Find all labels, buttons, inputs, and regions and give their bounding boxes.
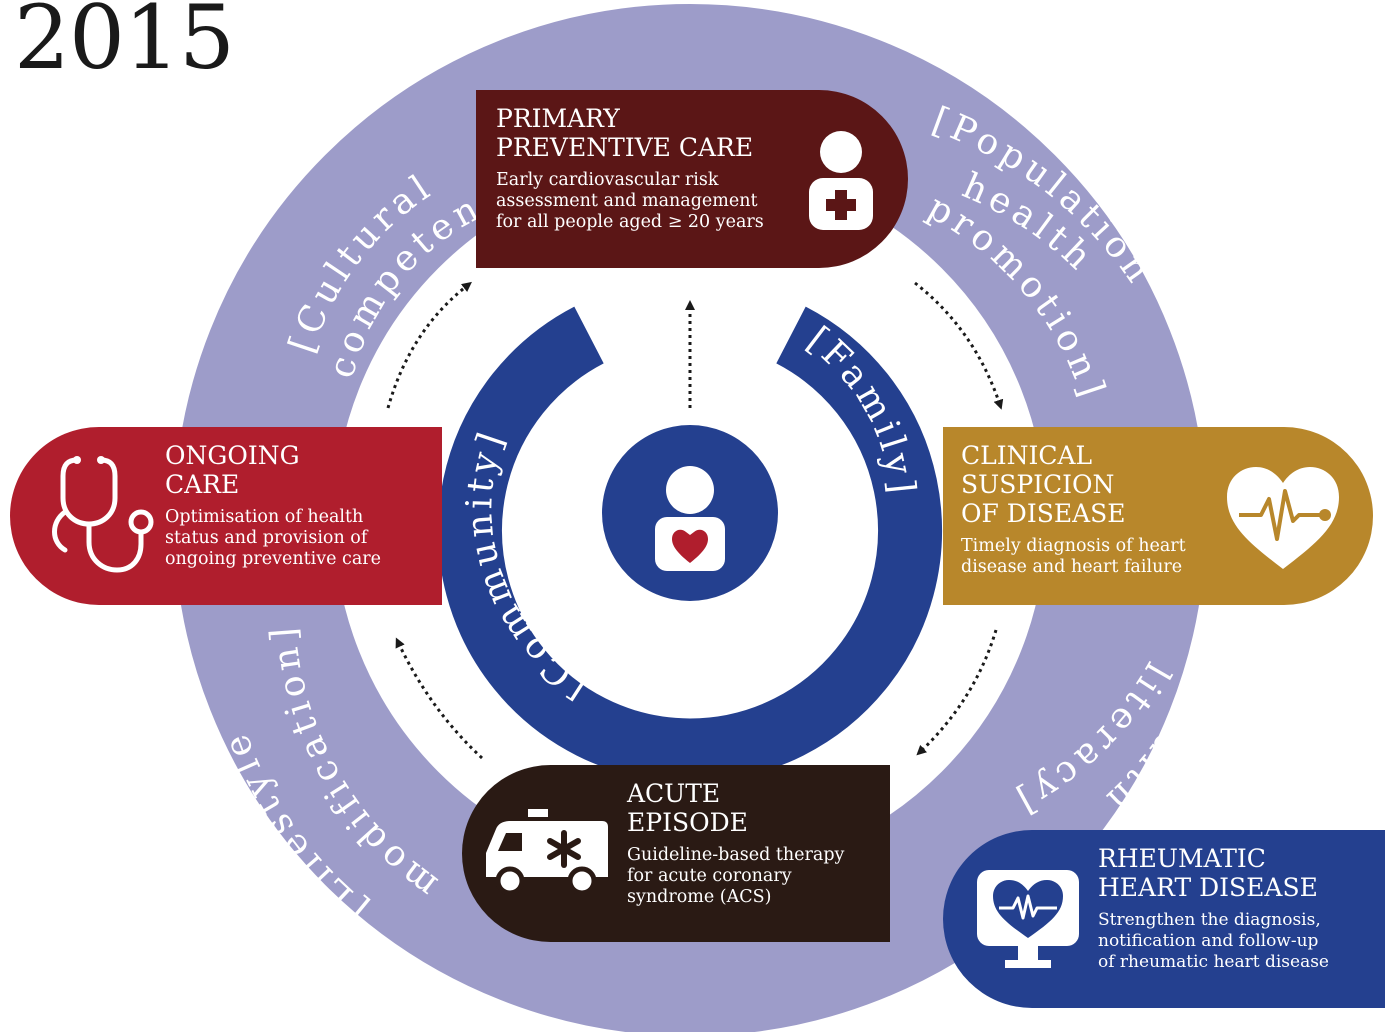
primary-desc-line-2: assessment and management [496, 191, 758, 211]
ongoing-desc-line-3: ongoing preventive care [165, 549, 382, 569]
clinical-title: CLINICAL SUSPICION OF DISEASE [961, 441, 1373, 528]
inner-ring [438, 306, 942, 783]
ongoing-title-line-1: ONGOING [165, 441, 300, 470]
clinical-title-line-2: SUSPICION [961, 470, 1115, 499]
ongoing-description: Optimisation of health status and provis… [165, 507, 442, 570]
doctor-icon [809, 131, 873, 230]
rheumatic-description: Strengthen the diagnosis, notification a… [1098, 910, 1385, 973]
rheumatic-title: RHEUMATIC HEART DISEASE [1098, 844, 1385, 902]
primary-title-line-1: PRIMARY [496, 104, 620, 133]
ongoing-title: ONGOING CARE [165, 441, 442, 499]
acute-description: Guideline-based therapy for acute corona… [627, 845, 890, 908]
acute-title-line-2: EPISODE [627, 808, 748, 837]
clinical-desc-line-1: Timely diagnosis of heart [961, 536, 1186, 556]
acute-desc-line-3: syndrome (ACS) [627, 887, 772, 907]
arrow-clinical-to-acute [916, 629, 998, 756]
acute-desc-line-1: Guideline-based therapy [627, 845, 845, 865]
clinical-title-line-1: CLINICAL [961, 441, 1093, 470]
ongoing-desc-line-2: status and provision of [165, 528, 368, 548]
clinical-suspicion-card: CLINICAL SUSPICION OF DISEASE Timely dia… [943, 427, 1373, 605]
clinical-description: Timely diagnosis of heart disease and he… [961, 536, 1373, 578]
primary-desc-line-3: for all people aged ≥ 20 years [496, 212, 764, 232]
ambulance-icon [486, 809, 608, 896]
rheumatic-title-line-2: HEART DISEASE [1098, 873, 1318, 902]
rheumatic-desc-line-1: Strengthen the diagnosis, [1098, 910, 1321, 930]
stethoscope-icon [52, 456, 154, 573]
acute-desc-line-2: for acute coronary [627, 866, 792, 886]
acute-title: ACUTE EPISODE [627, 779, 890, 837]
ongoing-care-card: ONGOING CARE Optimisation of health stat… [10, 427, 442, 605]
primary-preventive-care-card: PRIMARY PREVENTIVE CARE Early cardiovasc… [476, 90, 908, 268]
rheumatic-heart-disease-card: RHEUMATIC HEART DISEASE Strengthen the d… [943, 830, 1385, 1008]
person-heart-icon [655, 466, 725, 571]
acute-title-line-1: ACUTE [627, 779, 721, 808]
rheumatic-desc-line-3: of rheumatic heart disease [1098, 952, 1329, 972]
primary-title-line-2: PREVENTIVE CARE [496, 133, 754, 162]
year-title: 2015 [14, 0, 235, 89]
ongoing-title-line-2: CARE [165, 470, 240, 499]
arrow-acute-to-ongoing [395, 637, 484, 760]
primary-title: PRIMARY PREVENTIVE CARE [496, 104, 908, 162]
clinical-title-line-3: OF DISEASE [961, 499, 1126, 528]
clinical-desc-line-2: disease and heart failure [961, 557, 1183, 577]
flow-arrows [386, 281, 1004, 760]
acute-episode-card: ACUTE EPISODE Guideline-based therapy fo… [462, 765, 890, 942]
rheumatic-desc-line-2: notification and follow-up [1098, 931, 1319, 951]
heart-monitor-icon [977, 870, 1079, 968]
primary-description: Early cardiovascular risk assessment and… [496, 170, 908, 233]
rheumatic-title-line-1: RHEUMATIC [1098, 844, 1266, 873]
ongoing-desc-line-1: Optimisation of health [165, 507, 364, 527]
primary-desc-line-1: Early cardiovascular risk [496, 170, 719, 190]
heartbeat-icon [1227, 467, 1339, 569]
